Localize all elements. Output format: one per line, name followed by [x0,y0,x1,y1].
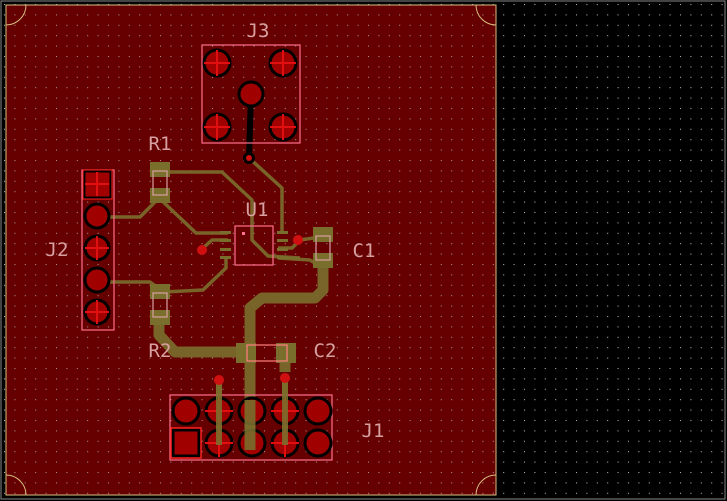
connector-j3[interactable]: J3 [201,20,301,164]
label-j1: J1 [362,420,385,442]
label-c2: C2 [314,340,337,362]
ic-u1[interactable]: U1 [197,199,303,266]
resistor-r1[interactable]: R1 [149,133,172,203]
label-j3: J3 [247,20,270,42]
capacitor-c2[interactable]: C2 [236,340,336,363]
label-r2: R2 [149,340,172,362]
label-u1: U1 [246,199,269,221]
label-r1: R1 [149,133,172,155]
connector-j1[interactable]: J1 [169,373,385,461]
capacitor-c1[interactable]: C1 [313,227,375,268]
connector-j2[interactable]: J2 [46,169,115,331]
label-j2: J2 [46,239,69,261]
resistor-r2[interactable]: R2 [149,284,172,362]
label-c1: C1 [353,240,376,262]
